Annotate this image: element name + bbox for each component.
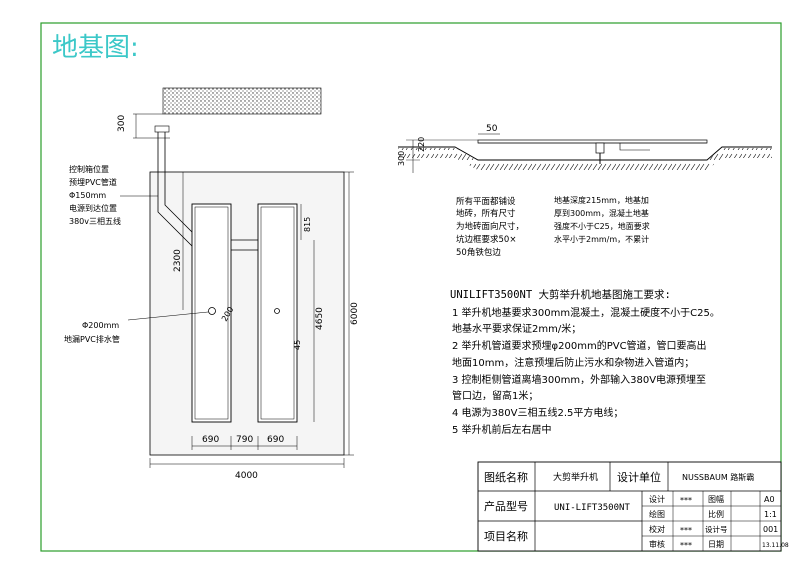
section-note-left-3: 为地砖面向尺寸， bbox=[456, 221, 524, 232]
requirement-line-1: 1 举升机地基要求300mm混凝土，混凝土硬度不小于C25。 bbox=[452, 306, 720, 319]
label-control-1: 控制箱位置 bbox=[69, 164, 109, 174]
wall-hatch bbox=[162, 87, 322, 115]
tb-drawing-name-label: 图纸名称 bbox=[484, 470, 528, 484]
ground-line bbox=[398, 146, 772, 161]
requirement-line-8: 5 举升机前后左右居中 bbox=[452, 423, 552, 436]
label-control-5: 380v三相五线 bbox=[69, 216, 121, 226]
drawing-border bbox=[40, 22, 782, 552]
dim-2300: 2300 bbox=[173, 249, 183, 272]
dim-4650: 4650 bbox=[315, 307, 325, 330]
section-note-right-4: 水平小于2mm/m，不累计 bbox=[554, 234, 649, 244]
tb-small-label-3: 校对 bbox=[649, 524, 665, 534]
label-drain-1: Φ200mm bbox=[82, 321, 119, 330]
section-slab bbox=[477, 139, 708, 144]
section-note-left-4: 坑边框要求50× bbox=[456, 234, 516, 245]
label-control-3: Φ150mm bbox=[69, 191, 106, 200]
dim-6000: 6000 bbox=[350, 302, 360, 325]
foundation-slab bbox=[149, 171, 345, 456]
dim-bottom-1: 690 bbox=[202, 435, 219, 445]
section-note-left-2: 地砖，所有尺寸 bbox=[456, 208, 516, 219]
requirement-line-7: 4 电源为380V三相五线2.5平方电线； bbox=[452, 406, 623, 419]
tb-right-value-3: 001 bbox=[763, 525, 778, 534]
dim-bottom-2: 790 bbox=[236, 435, 253, 445]
tb-model-label: 产品型号 bbox=[484, 499, 528, 513]
tb-project-label: 项目名称 bbox=[484, 529, 528, 543]
dim-50: 50 bbox=[486, 124, 498, 134]
tb-design-unit-value: NUSSBAUM 路斯霸 bbox=[682, 472, 754, 482]
dim-45: 45 bbox=[293, 340, 302, 350]
dim-bottom-3: 690 bbox=[267, 435, 284, 445]
label-control-2: 预埋PVC管道 bbox=[69, 177, 117, 187]
tb-small-value-3: *** bbox=[680, 526, 692, 535]
page-title: 地基图: bbox=[52, 33, 139, 63]
drain-hole-right bbox=[274, 308, 280, 314]
tb-right-label-2: 比例 bbox=[708, 509, 724, 519]
tb-drawing-name-value: 大剪举升机 bbox=[553, 471, 598, 483]
tb-right-label-4: 日期 bbox=[708, 540, 724, 549]
tb-small-value-4: *** bbox=[680, 541, 692, 550]
requirement-line-6: 管口边，留高1米； bbox=[452, 389, 538, 402]
dim-300-section: 300 bbox=[397, 151, 406, 166]
label-control-4: 电源到达位置 bbox=[69, 203, 117, 213]
tb-right-value-1: A0 bbox=[764, 495, 775, 504]
dim-4000: 4000 bbox=[235, 471, 258, 481]
section-note-right-1: 地基深度215mm，地基加 bbox=[554, 195, 649, 205]
tb-small-label-2: 绘图 bbox=[649, 509, 665, 519]
tb-right-label-1: 图幅 bbox=[708, 494, 724, 504]
tb-small-label-4: 审核 bbox=[649, 539, 665, 549]
requirement-line-2: 地基水平要求保证2mm/米； bbox=[452, 322, 581, 335]
requirement-line-4: 地面10mm，注意预埋后防止污水和杂物进入管道内； bbox=[452, 356, 694, 369]
tb-model-value: UNI-LIFT3500NT bbox=[554, 503, 630, 513]
label-drain-2: 地漏PVC排水管 bbox=[64, 334, 120, 344]
section-note-right-3: 强度不小于C25，地面要求 bbox=[554, 221, 650, 231]
requirement-line-5: 3 控制柜侧管道离墙300mm，外部输入380V电源预埋至 bbox=[452, 373, 706, 386]
tb-right-value-2: 1:1 bbox=[764, 510, 777, 519]
dim-815: 815 bbox=[303, 217, 312, 232]
tb-right-value-4: 13.11.08 bbox=[762, 542, 789, 549]
tb-small-label-1: 设计 bbox=[649, 494, 665, 504]
dim-300-top: 300 bbox=[117, 115, 127, 132]
tb-small-value-1: *** bbox=[680, 496, 692, 505]
requirement-line-3: 2 举升机管道要求预埋φ200mm的PVC管道，管口要高出 bbox=[452, 339, 707, 352]
section-note-left-1: 所有平面都铺设 bbox=[456, 196, 516, 207]
title-block: 图纸名称 大剪举升机 设计单位 NUSSBAUM 路斯霸 产品型号 UNI-LI… bbox=[477, 461, 789, 552]
plan-view: 300 200 Φ200mm 地漏PVC排水管 控制箱位置 预埋PVC管道 Φ1… bbox=[64, 87, 360, 481]
tb-design-unit-label: 设计单位 bbox=[617, 470, 661, 484]
section-view: 50 220 300 所有平面都铺设 地砖，所有尺寸 为地砖面向尺寸， 坑边框要… bbox=[397, 124, 772, 258]
section-note-left-5: 50角铁包边 bbox=[456, 247, 501, 258]
dim-220: 220 bbox=[417, 137, 426, 152]
drain-hole bbox=[208, 307, 216, 315]
tb-right-label-3: 设计号 bbox=[705, 524, 728, 534]
section-note-right-2: 厚到300mm，混凝土地基 bbox=[554, 208, 649, 218]
requirements-heading: UNILIFT3500NT 大剪举升机地基图施工要求: bbox=[450, 288, 671, 301]
requirements-block: UNILIFT3500NT 大剪举升机地基图施工要求: 1 举升机地基要求300… bbox=[450, 288, 720, 436]
